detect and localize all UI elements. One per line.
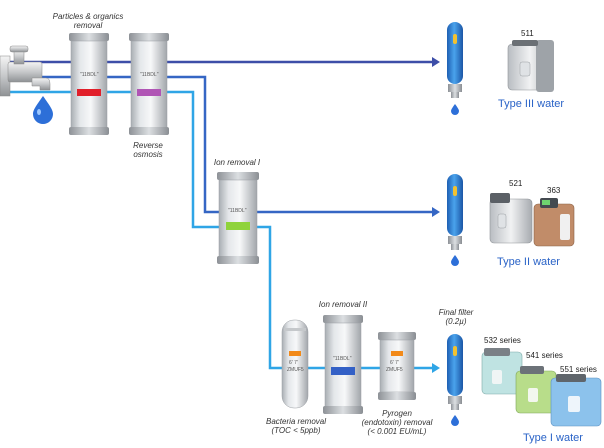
cartridge-pyrogen: 6' 7' ZMUF5 (378, 332, 416, 400)
arrow-type3 (432, 57, 440, 67)
label-final-filter-2: (0.2µ) (445, 317, 466, 326)
pyrogen-code-2: ZMUF5 (386, 367, 403, 373)
bacteria-code-1: 6' 7' (289, 360, 298, 366)
faucet-icon (0, 45, 51, 97)
cartridge-particles-code: "11BDL" (80, 72, 99, 78)
label-bacteria-1: Bacteria removal (266, 417, 326, 426)
water-system-icon (481, 348, 523, 395)
label-ro-2: osmosis (133, 150, 162, 159)
cartridge-particles: "11BDL" (69, 33, 109, 135)
pipe-type2 (8, 75, 434, 214)
cartridge-ro-code: "11BDL" (140, 72, 159, 78)
cartridge-bacteria: 6' 7' ZMUF5 (281, 319, 309, 409)
model-511: 511 (521, 29, 534, 38)
cartridge-ion-removal-2: "11BDL" (323, 315, 363, 414)
model-521: 521 (509, 179, 523, 188)
label-bacteria-2: (TOC < 5ppb) (272, 426, 321, 435)
cartridge-reverse-osmosis: "11BDL" (129, 33, 169, 135)
final-filter-icon (447, 334, 463, 426)
cartridge-ion-removal-1: "11BDL" (217, 172, 259, 264)
label-ion-removal-1: Ion removal I (214, 158, 261, 167)
water-system-icon (533, 198, 575, 247)
type2-label: Type II water (497, 256, 560, 268)
label-pyrogen-3: (< 0.001 EU/mL) (368, 427, 427, 436)
arrow-type2 (432, 207, 440, 217)
model-541: 541 series (526, 351, 563, 360)
droplet-icon (33, 96, 53, 124)
type1-label: Type I water (523, 432, 583, 444)
bacteria-code-2: ZMUF5 (287, 367, 304, 373)
type3-label: Type III water (498, 98, 564, 110)
water-system-icon (507, 40, 554, 92)
water-system-icon (489, 193, 533, 244)
cartridge-ion2-code: "11BDL" (333, 356, 352, 362)
label-particles-1: Particles & organics (53, 12, 124, 21)
label-ion-removal-2: Ion removal II (319, 300, 368, 309)
pyrogen-code-1: 6' 7' (390, 360, 399, 366)
final-filter-icon (447, 174, 463, 266)
water-system-icon (550, 374, 602, 427)
model-551: 551 series (560, 365, 597, 374)
final-filter-icon (447, 22, 463, 115)
label-pyrogen-2: (endotoxin) removal (362, 418, 433, 427)
cartridge-ion1-code: "11BDL" (228, 208, 247, 214)
arrow-type1 (432, 363, 440, 373)
label-final-filter-1: Final filter (439, 308, 474, 317)
model-532: 532 series (484, 336, 521, 345)
label-ro-1: Reverse (133, 141, 163, 150)
label-particles-2: removal (74, 21, 103, 30)
model-363: 363 (547, 186, 561, 195)
label-pyrogen-1: Pyrogen (382, 409, 412, 418)
water-system-icon (515, 366, 557, 414)
